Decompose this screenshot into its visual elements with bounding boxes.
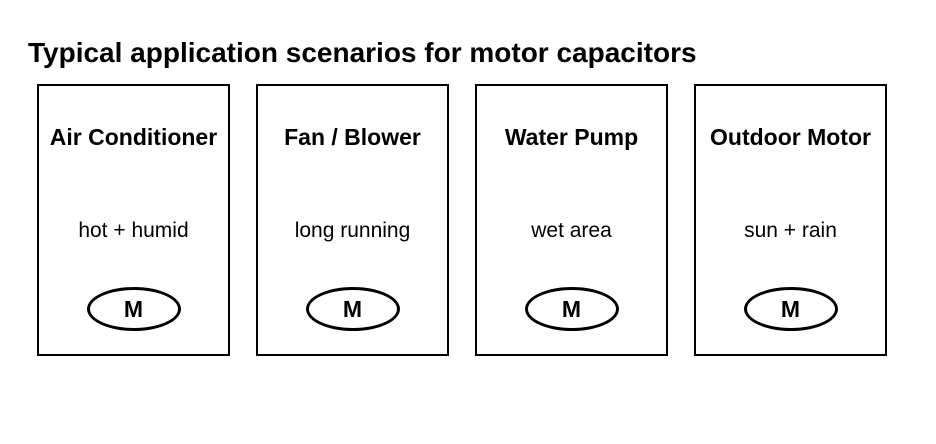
motor-label: M	[561, 295, 582, 322]
motor-symbol: M	[86, 287, 181, 331]
card-condition: wet area	[531, 219, 612, 242]
motor-symbol: M	[524, 287, 619, 331]
card-condition: sun + rain	[744, 219, 837, 242]
card-condition: hot + humid	[78, 219, 189, 242]
card-title: Outdoor Motor	[710, 124, 871, 150]
motor-label: M	[342, 295, 363, 322]
card-condition: long running	[294, 219, 411, 242]
scenario-card-outdoor-motor: Outdoor Motor sun + rain M	[694, 84, 887, 356]
card-title: Air Conditioner	[49, 124, 218, 150]
scenario-cards: Air Conditioner hot + humid M Fan / Blow…	[37, 84, 887, 356]
motor-symbol: M	[305, 287, 400, 331]
card-title: Fan / Blower	[284, 124, 421, 150]
motor-label: M	[123, 295, 144, 322]
scenario-card-air-conditioner: Air Conditioner hot + humid M	[37, 84, 230, 356]
page-title: Typical application scenarios for motor …	[28, 36, 697, 68]
card-title: Water Pump	[504, 124, 639, 150]
scenario-card-fan-blower: Fan / Blower long running M	[256, 84, 449, 356]
motor-label: M	[780, 295, 801, 322]
scenario-card-water-pump: Water Pump wet area M	[475, 84, 668, 356]
motor-symbol: M	[743, 287, 838, 331]
